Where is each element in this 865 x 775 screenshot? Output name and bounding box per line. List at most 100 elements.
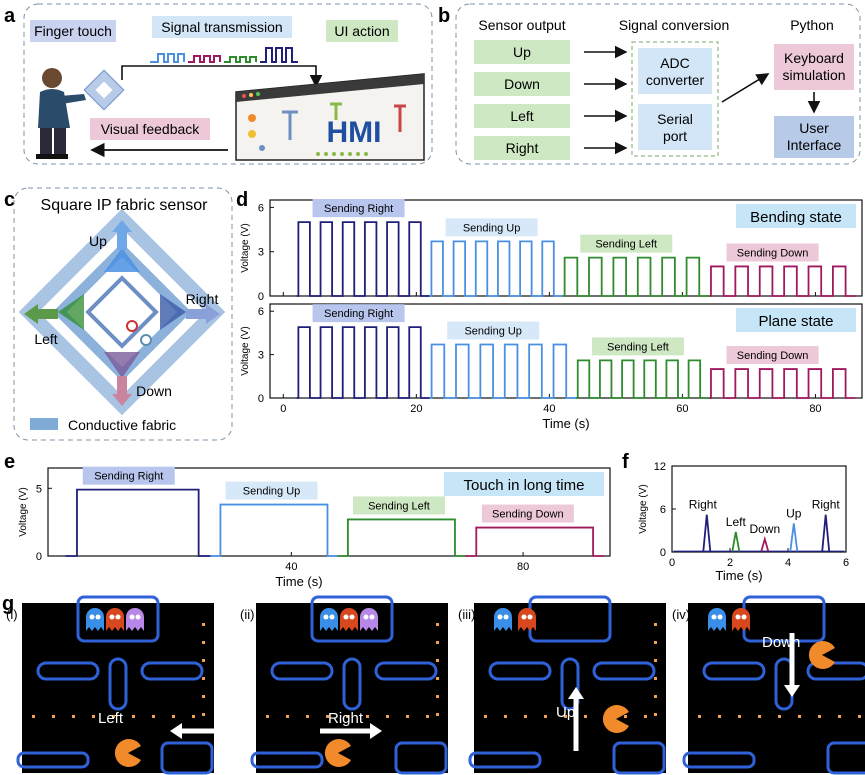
maze-wall [592,661,656,681]
ghost-eye [129,614,135,620]
pellet [152,715,155,718]
pellet [654,713,657,716]
ghost [732,608,750,631]
series-line [337,518,466,557]
ghost [360,608,378,631]
maze-wall [342,657,362,711]
ghost-eye [89,614,95,620]
maze-wall [140,661,204,681]
panel-a-frame [23,3,433,165]
series-line [429,240,563,297]
y-axis-label: Voltage (V) [240,223,251,272]
pellet [778,715,781,718]
series-label-bg [312,304,405,323]
sensor-output-label: Left [510,108,533,124]
sensor-output-box [474,72,570,96]
signal-transmission-label-bg [152,16,292,38]
pellet [112,715,115,718]
peak-label: Down [749,522,780,536]
pellet [406,715,409,718]
panel-letter-a: a [4,5,16,27]
series-line [296,326,430,399]
state-label: Bending state [750,209,842,226]
game-screen: Left [16,595,232,775]
pellet [654,695,657,698]
y-tick-label: 5 [36,483,42,495]
x-tick-label: 2 [727,557,733,569]
series-line [709,368,856,399]
ghost [340,608,358,631]
ghost [708,608,726,631]
game-screen: Right [250,595,448,775]
y-tick-label: 0 [258,291,264,303]
ghost-eye [343,614,349,620]
pellet [584,715,587,718]
series-label: Sending Down [492,509,564,521]
state-label: Plane state [758,313,833,330]
series-label-bg [591,337,684,356]
ghost-eye [323,614,329,620]
pellet [386,715,389,718]
x-tick-label: 80 [809,403,821,415]
signal-pulses-magenta [188,55,221,63]
pacman [602,705,629,733]
pellet [172,715,175,718]
game-screen: Down [682,595,865,775]
direction-arrowhead [170,723,182,739]
sensor-output-box [474,40,570,64]
pellet [346,715,349,718]
subpanel-label: (iv) [672,607,690,622]
ghost-eye [349,614,355,620]
sensor-title: Square IP fabric sensor [41,197,209,214]
pellet [266,715,269,718]
pellet [738,715,741,718]
y-tick-label: 0 [36,551,42,563]
ui-line1: User [799,120,829,136]
pellet [564,715,567,718]
ghost-eye [717,614,723,620]
maze-wall [488,661,552,681]
ghost-eye [711,614,717,620]
subpanel-label: (i) [6,607,18,622]
adc-box [638,48,712,94]
y-axis-label: Voltage (V) [638,484,649,533]
pellet [654,623,657,626]
peak-line [760,535,770,552]
series-label: Sending Up [463,222,521,234]
series-label: Sending Down [737,247,809,259]
series-label-bg [726,243,819,262]
maze-wall [16,751,90,769]
subpanel-label: (iii) [458,607,475,622]
serial-line2: port [663,128,687,144]
series-label: Sending Left [368,500,430,512]
conversion-to-python-arrow [721,73,770,103]
col-signal-conversion: Signal conversion [619,17,730,33]
game-screens: Left(i)Right(ii)Up(iii)Down(iv) [6,595,865,775]
ghost [518,608,536,631]
up-arrowhead [112,220,132,232]
down-label: Down [136,383,172,399]
ghost-eye [329,614,335,620]
sensor-output-label: Down [504,76,540,92]
x-tick-label: 0 [280,403,286,415]
direction-label: Down [762,634,800,651]
ghost-eye [369,614,375,620]
x-axis-label: Time (s) [275,574,322,589]
y-tick-label: 6 [258,202,264,214]
direction-arrowhead [568,687,584,699]
serial-line1: Serial [657,111,693,127]
x-tick-label: 20 [410,403,422,415]
maze-wall [374,661,438,681]
kbd-line2: simulation [782,67,845,83]
right-arrowhead [206,304,220,324]
ghost [86,608,104,631]
series-line [709,265,856,297]
maze-wall [310,595,394,643]
pellet [202,623,205,626]
pellet [72,715,75,718]
series-label-bg [225,481,318,500]
series-line [575,359,710,399]
pellet [52,715,55,718]
